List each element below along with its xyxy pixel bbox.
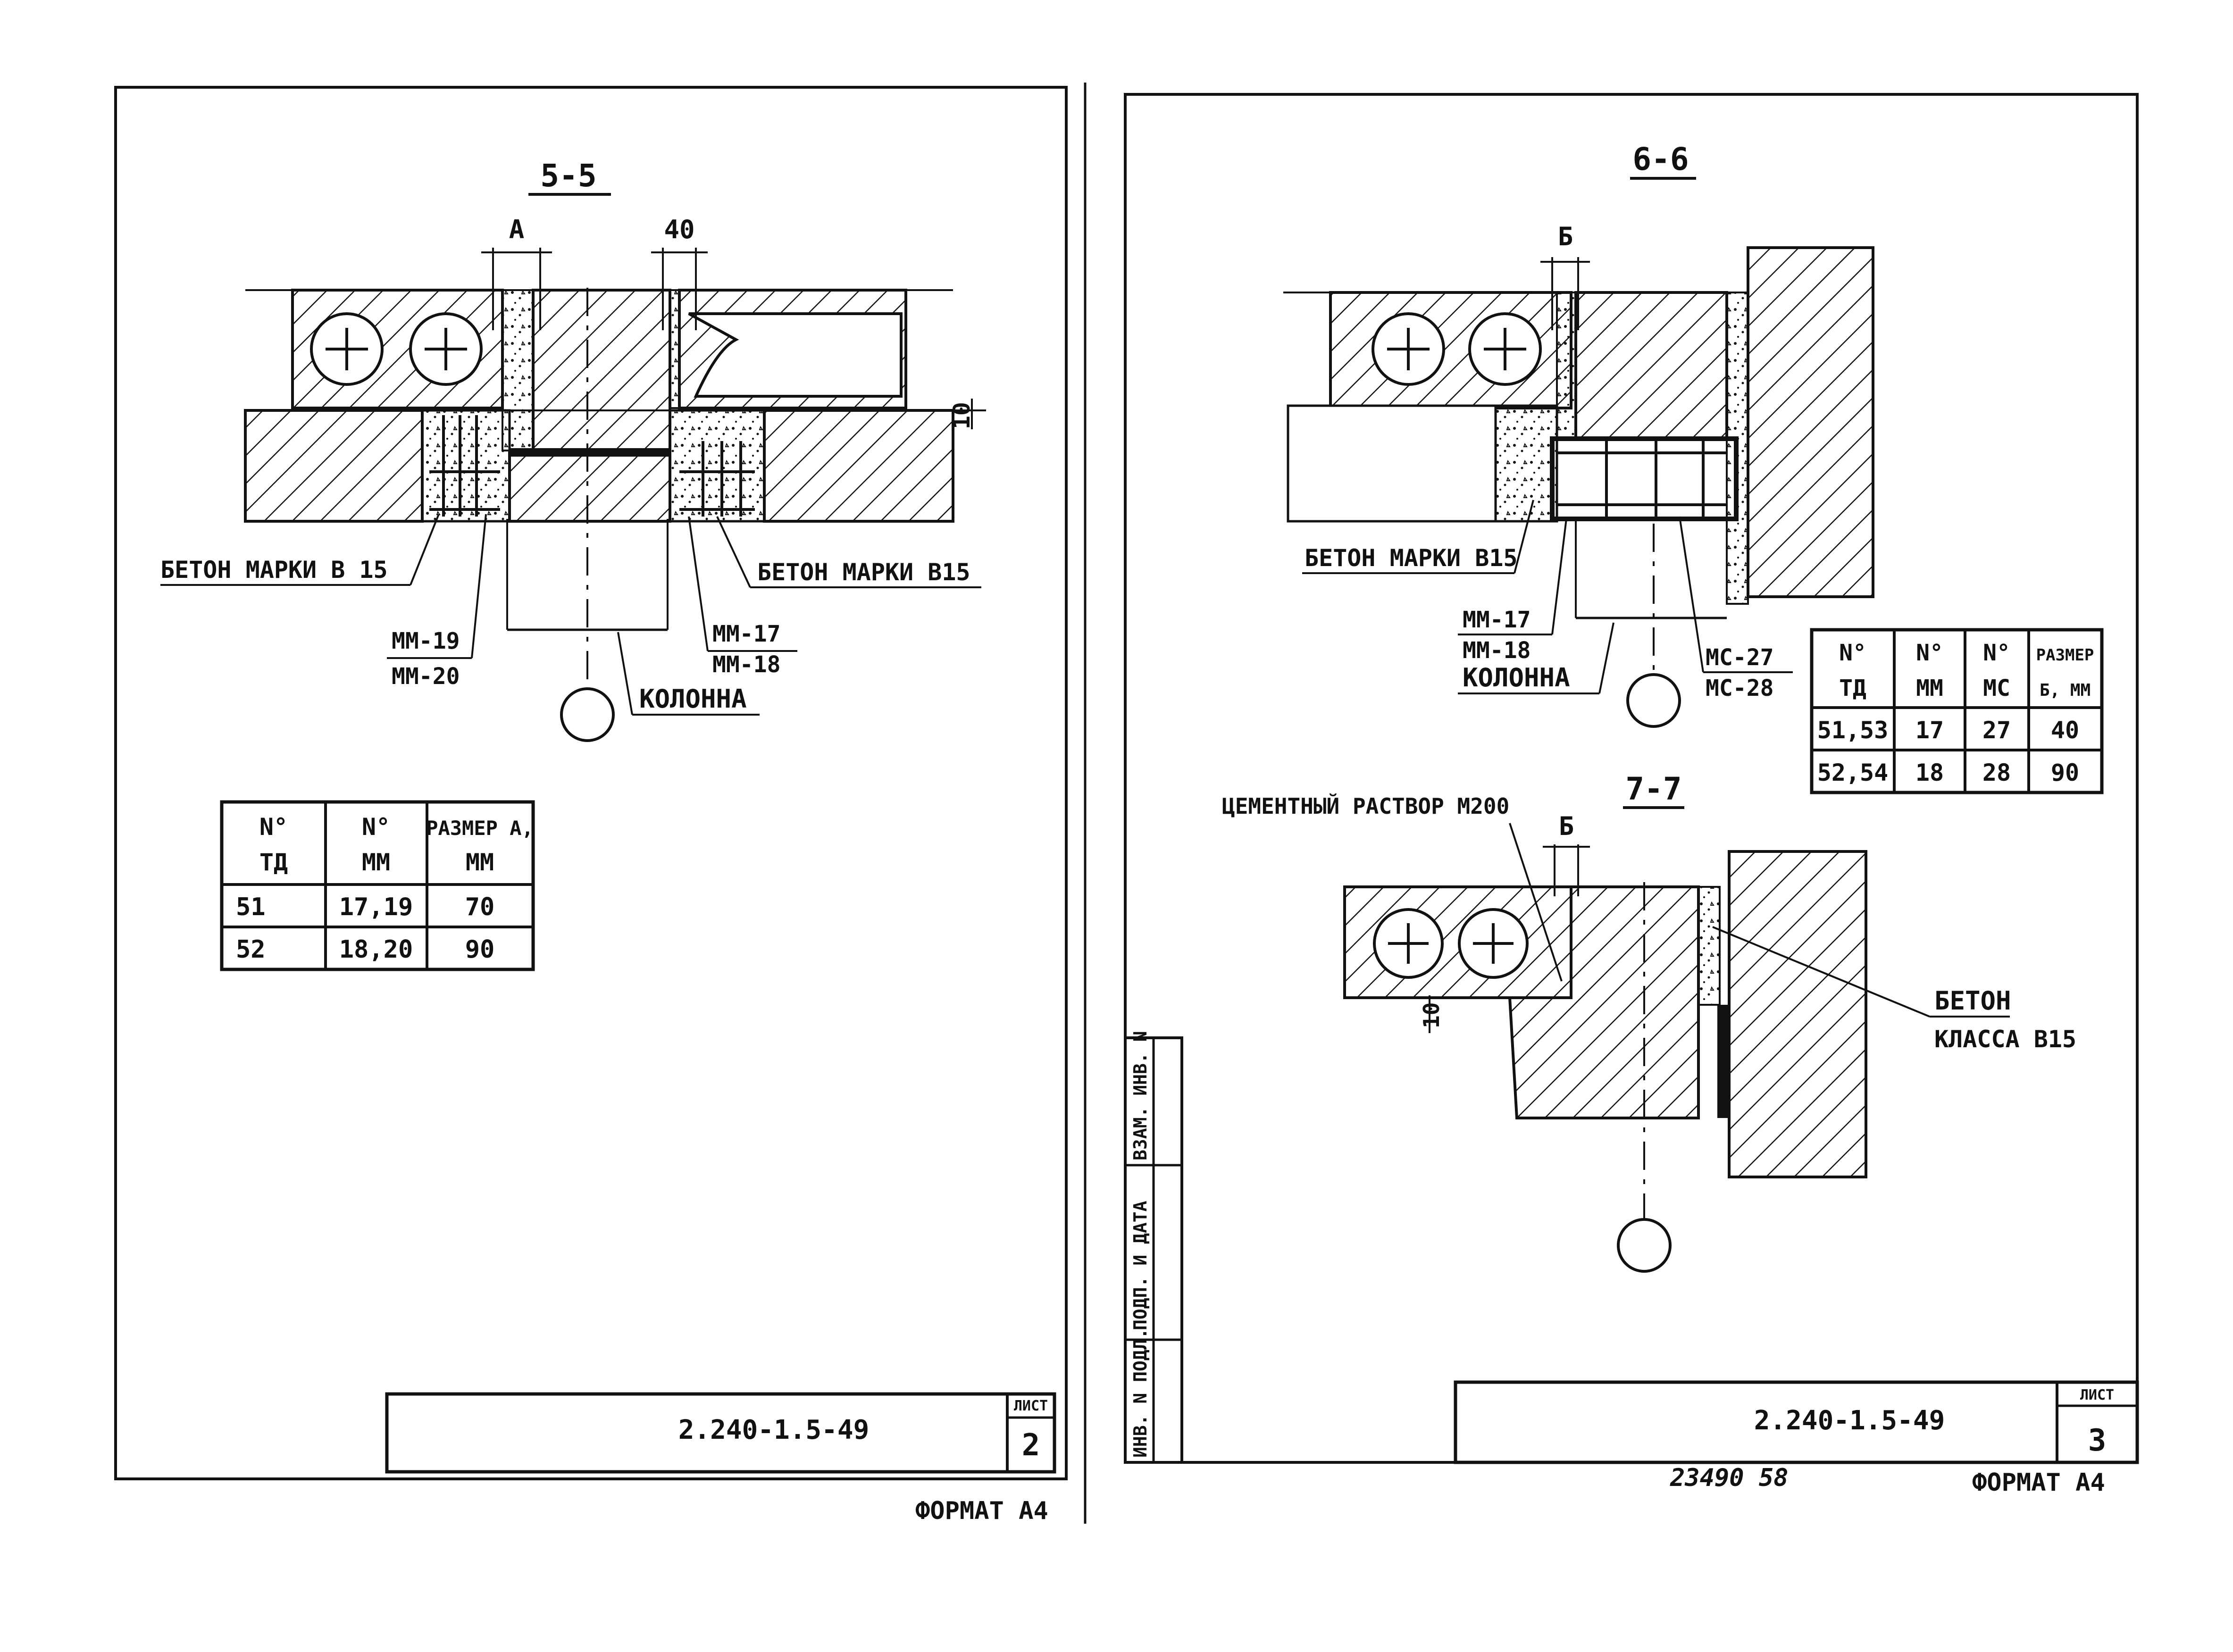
handwritten-note: 23490 58	[1670, 1464, 1788, 1492]
grout-66	[1556, 292, 1577, 440]
stamp-sheet-no-left: 2	[1022, 1428, 1040, 1463]
dim-b2-label: Б	[1559, 811, 1574, 841]
stamp-code-left: 2.240-1.5-49	[678, 1415, 870, 1445]
label-beton-class-1: БЕТОН	[1934, 986, 2011, 1016]
table-right-h1a: N°	[1839, 640, 1866, 666]
table-right: N° ТД N° ММ N° МС РАЗМЕР Б, ММ 51,53 17 …	[1810, 628, 2104, 794]
format-label-left: ФОРМАТ А4	[915, 1497, 1048, 1525]
beam-right	[763, 409, 954, 523]
sheet-left-border	[114, 86, 1068, 1480]
label-column-left: КОЛОННА	[639, 684, 747, 714]
rebar-mesh-mm19	[429, 415, 500, 517]
label-mm17-left: ММ-17	[712, 621, 781, 647]
table-right-h4b: Б, ММ	[2040, 681, 2091, 700]
table-right-r1c3: 27	[1982, 717, 2011, 744]
concrete-zone-left	[421, 409, 511, 523]
table-left-h1a: N°	[259, 813, 288, 841]
concrete-zone-right	[669, 409, 766, 523]
section-title-7-7: 7-7	[1625, 771, 1681, 807]
label-mm20: ММ-20	[392, 663, 460, 690]
beam-66-left	[1287, 404, 1497, 523]
table-left-h1b: ТД	[259, 849, 288, 876]
label-beton-class-2: КЛАССА В15	[1934, 1026, 2076, 1053]
beam-left	[244, 409, 424, 523]
sheet-left: 5-5	[114, 86, 1068, 1525]
steel-channel-66	[1550, 436, 1739, 521]
label-beton-66: БЕТОН МАРКИ В15	[1305, 544, 1518, 572]
column-66	[1574, 291, 1728, 440]
side-stamp-podp: ПОДП. И ДАТА	[1130, 1201, 1151, 1330]
stamp-sheet-label-left: ЛИСТ	[1014, 1398, 1048, 1414]
label-cement: ЦЕМЕНТНЫЙ РАСТВОР М200	[1222, 793, 1509, 819]
label-beton-left: БЕТОН МАРКИ В 15	[160, 556, 388, 584]
table-left-h3b: ММ	[466, 849, 494, 876]
axis-bubble-66	[1626, 673, 1681, 728]
dim-10-left-label: 10	[949, 402, 975, 429]
column-core	[532, 289, 671, 452]
stamp-sheet-no-right: 3	[2088, 1423, 2107, 1458]
table-right-r1c2: 17	[1915, 717, 1944, 744]
table-left-r1c1: 51	[236, 893, 266, 921]
rebar-mesh-mm17	[679, 441, 755, 517]
label-mc28: МС-28	[1706, 675, 1774, 701]
dim-a-label: А	[509, 215, 525, 244]
axis-bubble	[560, 687, 615, 742]
label-mc27: МС-27	[1706, 644, 1774, 671]
table-left-r2c3: 90	[465, 935, 495, 964]
table-right-r2c1: 52,54	[1817, 759, 1889, 786]
title-block-left: 2.240-1.5-49 ЛИСТ 2	[385, 1392, 1056, 1474]
label-mm17-right: ММ-17	[1463, 607, 1531, 633]
table-right-r2c4: 90	[2051, 759, 2079, 786]
grout-right	[669, 289, 680, 409]
dim-40-label: 40	[664, 215, 694, 244]
table-right-h3b: МС	[1983, 675, 2010, 701]
side-stamp: ИНВ. N ПОДЛ. ПОДП. И ДАТА ВЗАМ. ИНВ. N	[1124, 1031, 1183, 1464]
section-title-5-5: 5-5	[540, 158, 596, 194]
label-mm18-left: ММ-18	[712, 651, 781, 678]
dim-b-label: Б	[1558, 222, 1573, 251]
table-left-r2c1: 52	[236, 935, 266, 964]
concrete-66	[1494, 404, 1558, 523]
title-block-right: 2.240-1.5-49 ЛИСТ 3	[1454, 1380, 2139, 1464]
table-left-h3a: РАЗМЕР А,	[426, 817, 534, 840]
table-right-h4a: РАЗМЕР	[2036, 646, 2094, 665]
table-left-h2b: ММ	[362, 849, 390, 876]
label-mm19: ММ-19	[392, 628, 460, 654]
label-column-right: КОЛОННА	[1463, 663, 1570, 693]
steel-strip-77	[1717, 1005, 1729, 1118]
stamp-sheet-label-right: ЛИСТ	[2080, 1387, 2114, 1403]
side-stamp-inv: ИНВ. N ПОДЛ.	[1130, 1328, 1151, 1458]
table-left-h2a: N°	[362, 813, 390, 841]
table-right-h2a: N°	[1916, 640, 1943, 666]
wall-77	[1728, 850, 1867, 1178]
table-left-r1c2: 17,19	[339, 893, 413, 921]
beam-center	[508, 451, 671, 523]
format-label-right: ФОРМАТ А4	[1972, 1468, 2105, 1497]
label-mm18-right: ММ-18	[1463, 637, 1531, 664]
table-right-h1b: ТД	[1839, 675, 1866, 701]
wall-66	[1747, 246, 1874, 598]
table-left-r1c3: 70	[465, 893, 495, 921]
table-right-r1c4: 40	[2051, 717, 2079, 744]
table-right-r2c3: 28	[1982, 759, 2011, 786]
table-right-h3a: N°	[1983, 640, 2010, 666]
axis-bubble-77	[1617, 1218, 1672, 1273]
table-right-r1c1: 51,53	[1817, 717, 1889, 744]
table-left: N° ТД N° ММ РАЗМЕР А, ММ 51 17,19 70 52 …	[220, 800, 535, 971]
sheet-right: 6-6 Б БЕТОН МАРКИ	[1124, 93, 2139, 1497]
steel-plate	[510, 448, 670, 457]
stamp-code-right: 2.240-1.5-49	[1754, 1405, 1945, 1436]
label-beton-right: БЕТОН МАРКИ В15	[757, 559, 970, 586]
table-right-h2b: ММ	[1916, 675, 1943, 701]
table-left-r2c2: 18,20	[339, 935, 413, 964]
concrete-strip-77	[1698, 886, 1721, 1006]
slab-right-void	[688, 312, 903, 398]
table-right-r2c2: 18	[1915, 759, 1944, 786]
side-stamp-vzam: ВЗАМ. ИНВ. N	[1130, 1031, 1151, 1160]
concrete-strip-66	[1726, 292, 1749, 605]
section-title-6-6: 6-6	[1632, 141, 1689, 177]
dim-10-right-label: 10	[1419, 1002, 1444, 1028]
